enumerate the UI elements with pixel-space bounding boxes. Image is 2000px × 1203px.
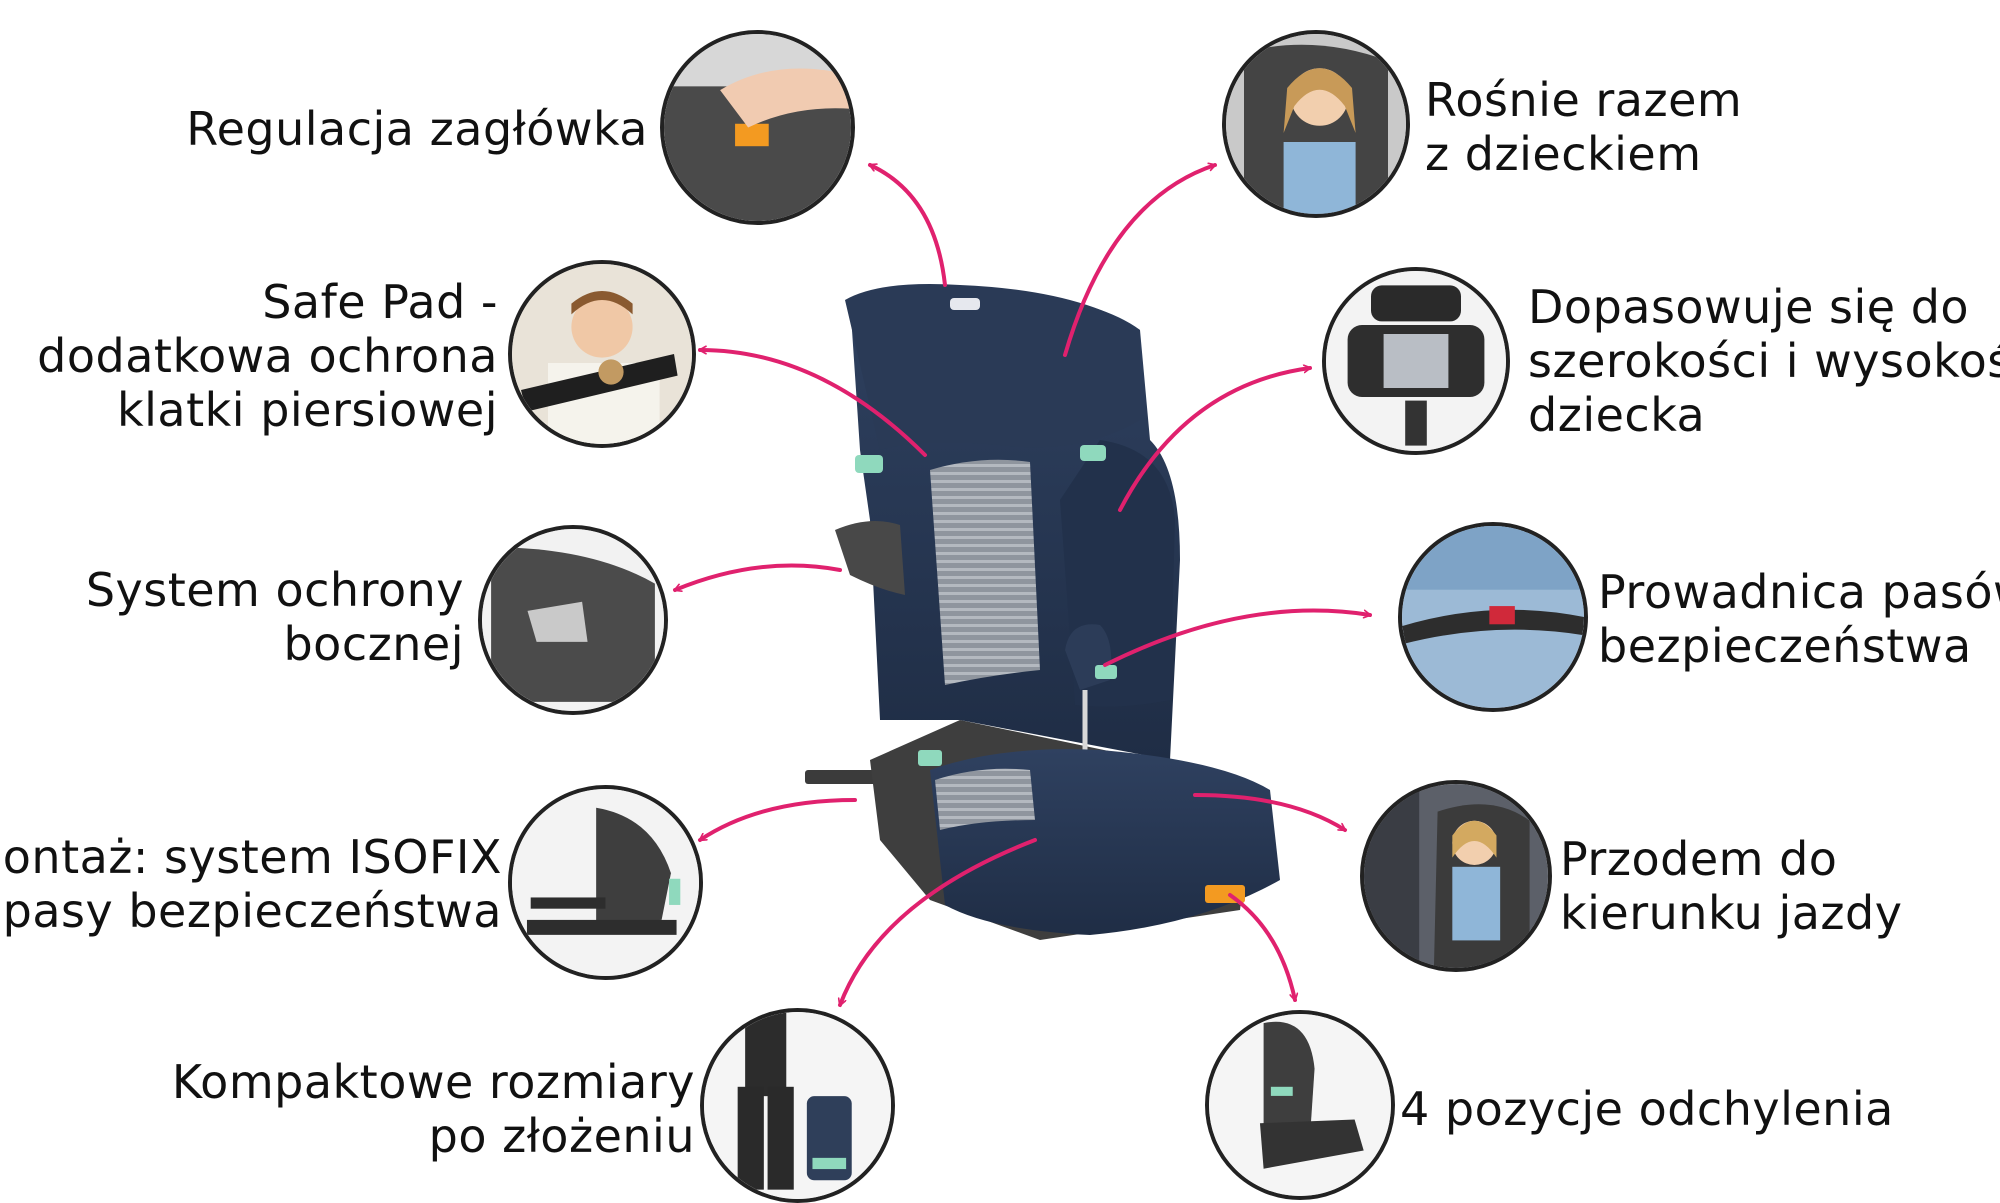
mesh-insert (930, 459, 1040, 685)
label-belt-guide: Prowadnica pasów bezpieczeństwa (1598, 565, 2000, 673)
smiling-girl-in-seat-photo-icon (1226, 34, 1406, 214)
label-grows: Rośnie razem z dzieckiem (1425, 73, 1742, 181)
label-belt-guide-line-1: Prowadnica pasów (1598, 565, 2000, 619)
label-safe-pad-line-2: dodatkowa ochrona (37, 329, 498, 383)
folded-seat-carried-photo-icon (704, 1012, 891, 1199)
label-forward-line-2: kierunku jazdy (1560, 886, 1903, 940)
arrow-adjusts (1118, 368, 1312, 512)
child-with-safe-pad-photo-icon (512, 264, 692, 444)
label-forward: Przodem do kierunku jazdy (1560, 832, 1902, 940)
label-adjusts-line-2: szerokości i wysokości (1528, 334, 2000, 388)
label-isofix: Montaż: system ISOFIX lub pasy bezpiecze… (0, 830, 502, 938)
arrow-headrest (868, 163, 947, 287)
side-wing (835, 521, 905, 595)
arrow-side-protection (673, 563, 842, 591)
recline-positions-photo-icon (1209, 1014, 1391, 1196)
label-grows-line-2: z dzieckiem (1425, 127, 1702, 181)
grows-thumbnail (1222, 30, 1410, 218)
label-forward-line-1: Przodem do (1560, 832, 1838, 886)
label-grows-line-1: Rośnie razem (1425, 73, 1743, 127)
car-seat-image (805, 284, 1280, 940)
arrow-forward (1193, 793, 1347, 832)
isofix-thumbnail (508, 785, 703, 980)
arrow-safe-pad (698, 350, 927, 457)
headrest-thumbnail (660, 30, 855, 225)
label-safe-pad-line-1: Safe Pad - (262, 275, 498, 329)
arrows (673, 163, 1372, 1007)
label-safe-pad: Safe Pad - dodatkowa ochrona klatki pier… (37, 275, 498, 437)
accent-clip (855, 455, 883, 473)
label-side-protection: System ochrony bocznej (86, 563, 464, 671)
label-isofix-line-2: lub pasy bezpieczeństwa (0, 884, 502, 938)
label-compact-line-1: Kompaktowe rozmiary (171, 1055, 695, 1109)
side-impact-wing-photo-icon (482, 529, 664, 711)
compact-thumbnail (700, 1008, 895, 1203)
label-compact-line-2: po złożeniu (428, 1109, 695, 1163)
belt-guide-thumbnail (1398, 522, 1588, 712)
label-adjusts-line-3: dziecka (1528, 388, 1706, 442)
adjusts-thumbnail (1322, 267, 1510, 455)
label-recline-line-1: 4 pozycje odchylenia (1400, 1082, 1894, 1136)
forward-facing-child-photo-icon (1364, 784, 1548, 968)
label-compact: Kompaktowe rozmiary po złożeniu (172, 1055, 695, 1163)
headrest-adjust-photo-icon (664, 34, 851, 221)
seat-headrest (845, 284, 1140, 450)
label-headrest-line-1: Regulacja zagłówka (186, 102, 648, 156)
arrow-recline (1228, 893, 1295, 1002)
label-adjusts-line-1: Dopasowuje się do (1528, 280, 1970, 334)
recline-thumbnail (1205, 1010, 1395, 1200)
arrow-compact (840, 838, 1037, 1007)
forward-thumbnail (1360, 780, 1552, 972)
arrow-grows (1063, 165, 1217, 357)
label-side-protection-line-1: System ochrony (85, 563, 464, 617)
label-safe-pad-line-3: klatki piersiowej (117, 383, 498, 437)
side-protection-thumbnail (478, 525, 668, 715)
width-adjust-photo-icon (1326, 271, 1506, 451)
arrow-isofix (698, 798, 857, 842)
belt-guide-photo-icon (1402, 526, 1584, 708)
label-side-protection-line-2: bocznej (283, 617, 464, 671)
label-belt-guide-line-2: bezpieczeństwa (1598, 619, 1972, 673)
label-headrest: Regulacja zagłówka (186, 102, 648, 156)
label-adjusts: Dopasowuje się do szerokości i wysokości… (1528, 280, 2000, 442)
arrow-belt-guide (1103, 608, 1372, 667)
label-recline: 4 pozycje odchylenia (1400, 1082, 1894, 1136)
isofix-connector-photo-icon (512, 789, 699, 976)
safe-pad-thumbnail (508, 260, 696, 448)
label-isofix-line-1: Montaż: system ISOFIX (0, 830, 502, 884)
